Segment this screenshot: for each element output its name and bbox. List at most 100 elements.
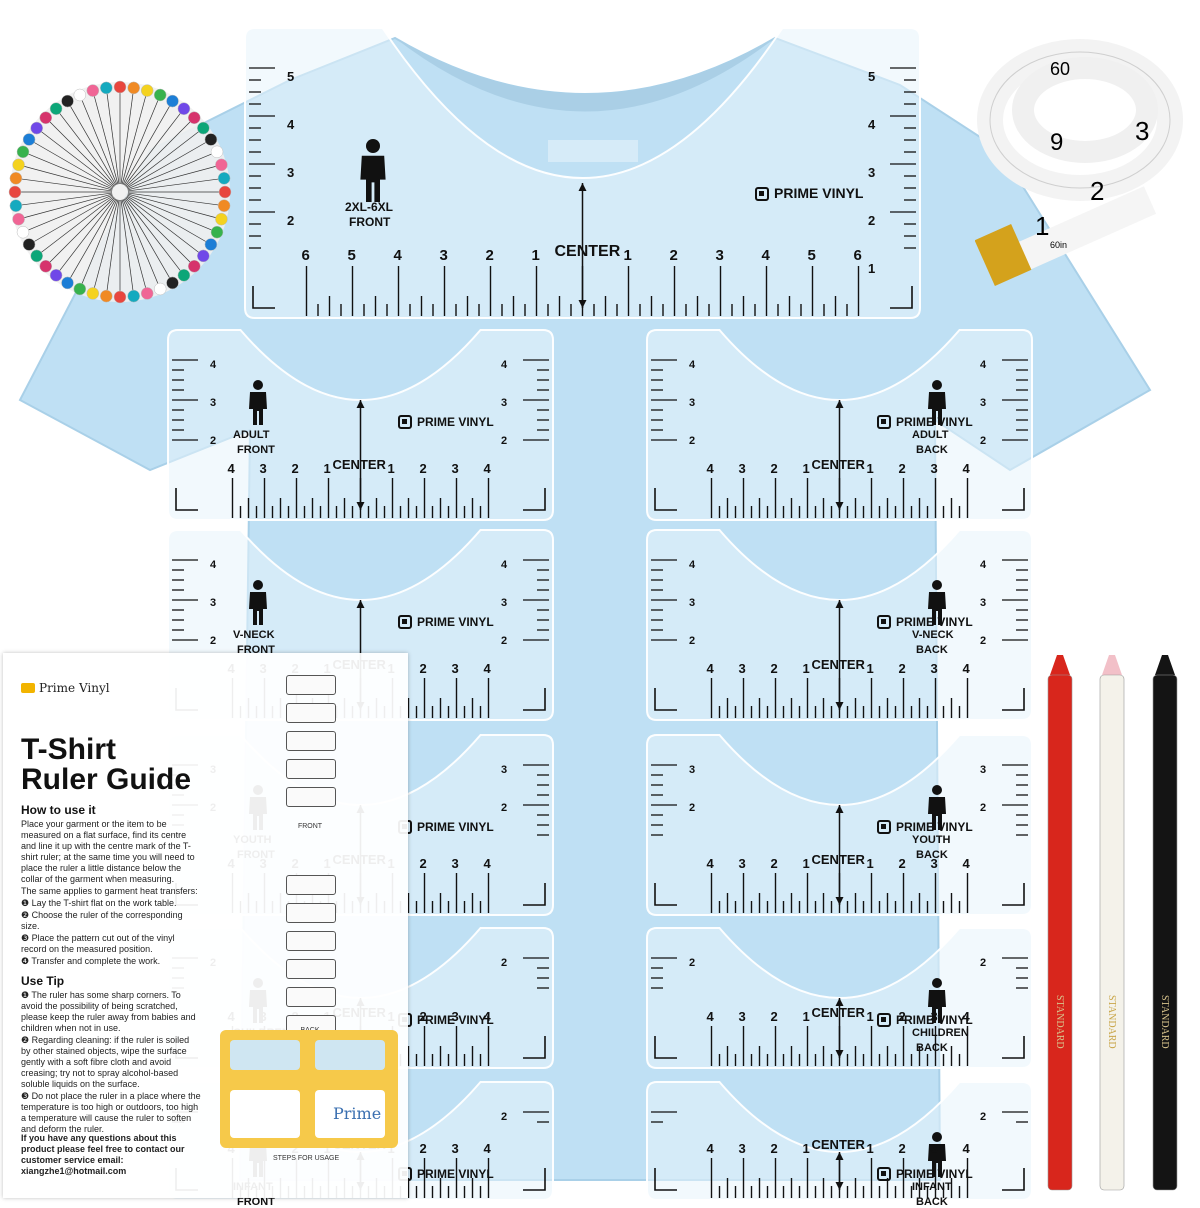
scale-number: 4	[962, 661, 970, 676]
scale-number: 1	[802, 1009, 810, 1024]
scale-number: 2	[419, 461, 427, 476]
brand-text: PRIME VINYL	[417, 820, 494, 834]
center-arrow-icon	[356, 400, 365, 408]
scale-number: 2	[770, 461, 778, 476]
scale-number: 2	[770, 1009, 778, 1024]
pin-head-icon	[197, 249, 210, 263]
ruler-thumbnail	[286, 987, 336, 1007]
scale-number: 3	[451, 1141, 459, 1156]
tip-3: ❸ Do not place the ruler in a place wher…	[21, 1090, 201, 1134]
side-number-right: 2	[501, 802, 508, 814]
pin-shaft	[127, 194, 213, 231]
side-number-right: 4	[980, 359, 987, 371]
corner-bracket	[654, 688, 677, 711]
brand-logo: PRIME VINYL	[398, 615, 494, 629]
brand-text: PRIME VINYL	[417, 415, 494, 429]
brand-logo: PRIME VINYL	[877, 615, 973, 629]
ruler-thumbnail	[286, 759, 336, 779]
pin-shaft	[20, 192, 113, 206]
pin-head-icon	[177, 269, 191, 282]
thumbnail-strip: FRONTBACK	[280, 675, 350, 1095]
brand-text: PRIME VINYL	[417, 615, 494, 629]
pin-wheel	[0, 70, 250, 320]
corner-bracket	[523, 883, 546, 906]
scale-number: 3	[738, 661, 746, 676]
pin-shaft	[58, 112, 116, 186]
contact-text: If you have any questions about this pro…	[21, 1133, 185, 1176]
pin-shaft	[40, 130, 114, 188]
person-icon	[360, 139, 386, 202]
size-sublabel: FRONT	[349, 215, 391, 229]
pin-shaft	[124, 112, 182, 186]
corner-bracket	[1002, 688, 1025, 711]
scale-number: 2	[419, 856, 427, 871]
center-label: CENTER	[811, 1005, 865, 1020]
pin-shaft	[49, 121, 115, 187]
step-card-slot-3	[230, 1090, 300, 1138]
pin-head-icon	[218, 185, 232, 199]
pin-head-icon	[210, 145, 224, 159]
ruler-outline	[244, 27, 921, 319]
center-arrow-down-icon	[578, 300, 587, 308]
pin-shaft	[27, 153, 113, 190]
pin-shaft	[93, 95, 119, 185]
person-icon	[928, 380, 946, 425]
tape-number-60: 60	[1050, 59, 1070, 79]
corner-bracket	[1002, 1168, 1025, 1191]
pin-head-icon	[166, 94, 179, 108]
brand-mark-icon	[755, 187, 769, 201]
pin-shaft	[120, 92, 134, 185]
brand-mark-icon	[398, 415, 412, 429]
pin-shaft	[20, 178, 113, 192]
pin-head-icon	[30, 121, 43, 135]
pin-head-icon	[127, 81, 140, 95]
side-number-right: 2	[980, 1111, 987, 1123]
ruler-body	[646, 329, 1033, 521]
measuring-tape: 1 2 3 9 60 60in	[975, 39, 1183, 286]
brand-logo: PRIME VINYL	[877, 1167, 973, 1181]
thumb-front-caption: FRONT	[297, 823, 323, 830]
brand-text: PRIME VINYL	[896, 820, 973, 834]
pin-head-icon	[113, 290, 127, 304]
brand-text: PRIME VINYL	[417, 1167, 494, 1181]
step-3: ❸ Place the pattern cut out of the vinyl…	[21, 932, 175, 954]
pin-head-icon	[204, 238, 218, 251]
size-label: 2XL-6XL	[345, 200, 394, 214]
pin-shaft	[126, 195, 207, 243]
pin-shaft	[23, 165, 113, 191]
side-number-right: 3	[980, 597, 987, 609]
center-arrow-down-icon	[835, 1050, 844, 1058]
size-sublabel: BACK	[916, 1196, 948, 1208]
pin-head-icon	[16, 145, 30, 159]
tape-number-2: 2	[1090, 176, 1104, 206]
brand-mark-icon	[877, 1167, 891, 1181]
step-card-slot-1	[230, 1040, 300, 1070]
side-number-left: 2	[210, 435, 217, 447]
corner-bracket	[252, 286, 275, 309]
brand-text: PRIME VINYL	[417, 1013, 494, 1027]
size-sublabel: BACK	[916, 849, 948, 861]
corner-bracket	[523, 688, 546, 711]
scale-number: 1	[866, 1141, 874, 1156]
side-number-right: 3	[980, 764, 987, 776]
scale-number: 1	[623, 247, 632, 264]
side-number-left: 5	[287, 69, 295, 84]
side-number-left: 2	[689, 635, 696, 647]
size-label: CHILDREN	[912, 1027, 969, 1039]
side-number-left: 2	[689, 435, 696, 447]
pin-head-icon	[113, 80, 127, 94]
scale-number: 4	[962, 1009, 970, 1024]
person-icon	[928, 580, 946, 625]
side-number-right: 2	[868, 213, 876, 228]
center-label: CENTER	[332, 457, 386, 472]
center-label: CENTER	[811, 852, 865, 867]
center-label: CENTER	[811, 457, 865, 472]
pencil-label: STANDARD	[1159, 995, 1170, 1049]
pin-head-icon	[197, 121, 210, 135]
side-number-left: 3	[689, 597, 696, 609]
center-arrow-down-icon	[835, 897, 844, 905]
scale-number: 4	[706, 1009, 714, 1024]
how-heading: How to use it	[21, 803, 96, 817]
